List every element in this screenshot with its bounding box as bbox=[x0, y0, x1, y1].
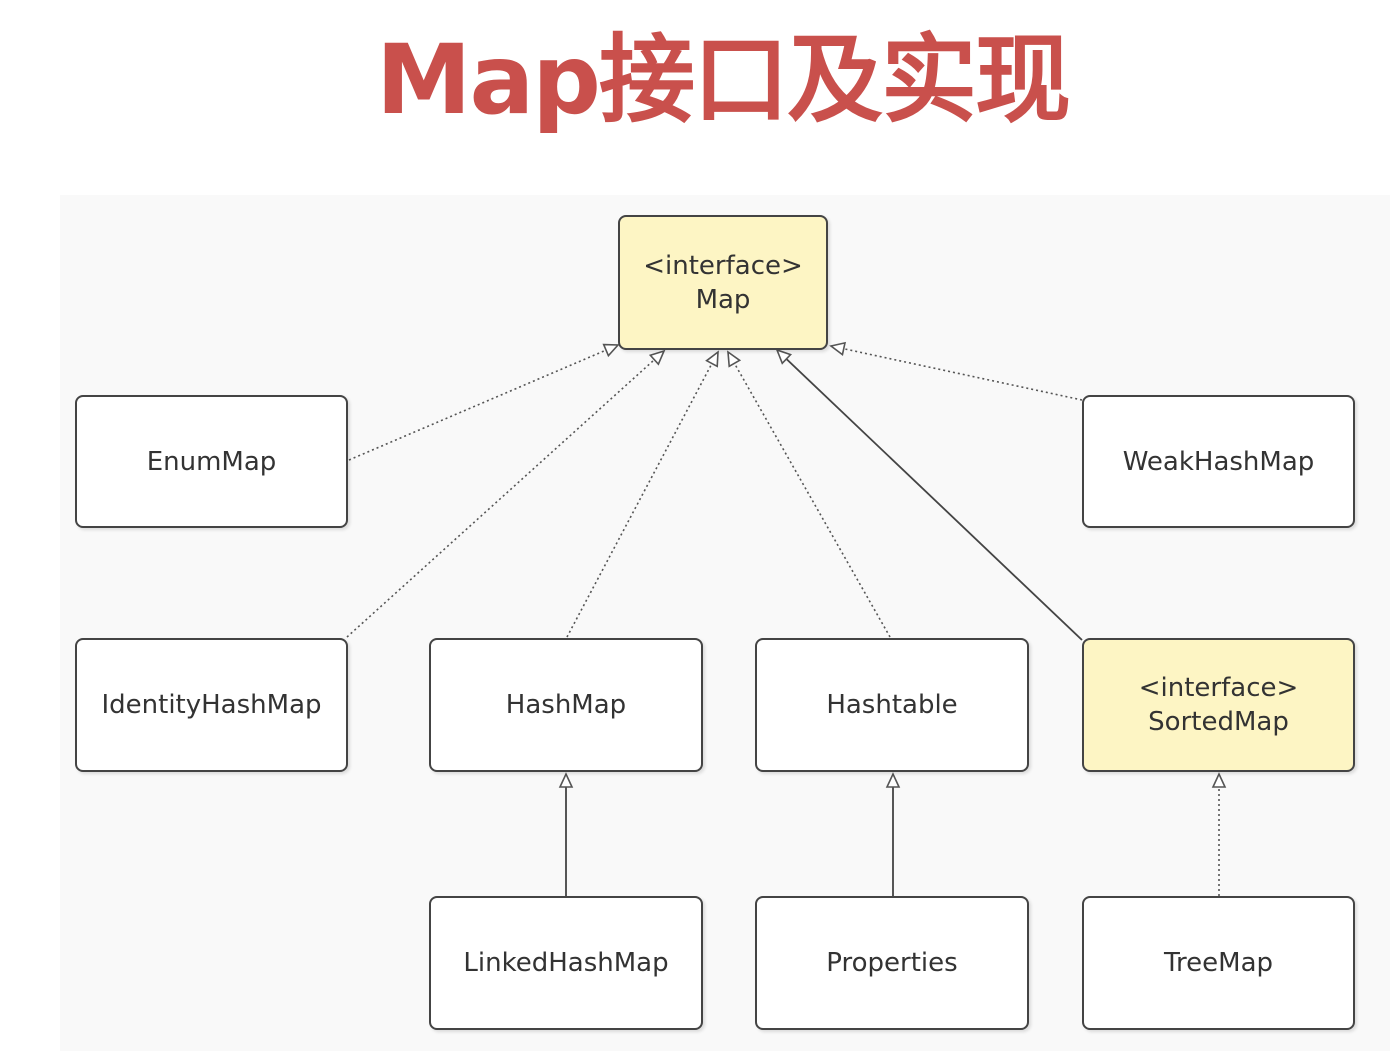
node-hashtable-label: Hashtable bbox=[826, 690, 958, 720]
node-map-label: Map bbox=[695, 284, 751, 315]
node-map-stereotype: <interface> bbox=[643, 250, 803, 281]
page-title: Map接口及实现 bbox=[375, 24, 1071, 136]
node-treemap[interactable]: TreeMap bbox=[1082, 896, 1355, 1030]
node-weakhashmap-label: WeakHashMap bbox=[1122, 446, 1315, 477]
node-hashtable[interactable]: Hashtable bbox=[755, 638, 1029, 772]
edge-sortedmap-map bbox=[775, 348, 1083, 641]
node-linkedhashmap-label: LinkedHashMap bbox=[463, 948, 669, 978]
node-enummap[interactable]: EnumMap bbox=[75, 395, 348, 528]
edge-hashmap-map bbox=[566, 350, 719, 638]
node-sortedmap[interactable]: <interface> SortedMap bbox=[1082, 638, 1355, 772]
node-enummap-label: EnumMap bbox=[146, 446, 277, 477]
node-sortedmap-stereotype: <interface> bbox=[1138, 673, 1299, 703]
node-treemap-label: TreeMap bbox=[1163, 948, 1274, 978]
edge-weakhashmap-map bbox=[829, 341, 1083, 401]
edge-hashtable-map bbox=[727, 350, 891, 638]
node-sortedmap-label: SortedMap bbox=[1148, 707, 1289, 737]
node-linkedhashmap[interactable]: LinkedHashMap bbox=[429, 896, 703, 1030]
node-weakhashmap[interactable]: WeakHashMap bbox=[1082, 395, 1355, 528]
node-identityhashmap-label: IdentityHashMap bbox=[101, 690, 322, 720]
edge-enummap-map bbox=[348, 343, 620, 461]
node-map[interactable]: <interface> Map bbox=[618, 215, 828, 350]
node-hashmap[interactable]: HashMap bbox=[429, 638, 703, 772]
node-properties[interactable]: Properties bbox=[755, 896, 1029, 1030]
node-properties-label: Properties bbox=[826, 948, 958, 978]
node-hashmap-label: HashMap bbox=[505, 690, 627, 720]
edge-identityhashmap-map bbox=[346, 349, 666, 638]
node-identityhashmap[interactable]: IdentityHashMap bbox=[75, 638, 348, 772]
